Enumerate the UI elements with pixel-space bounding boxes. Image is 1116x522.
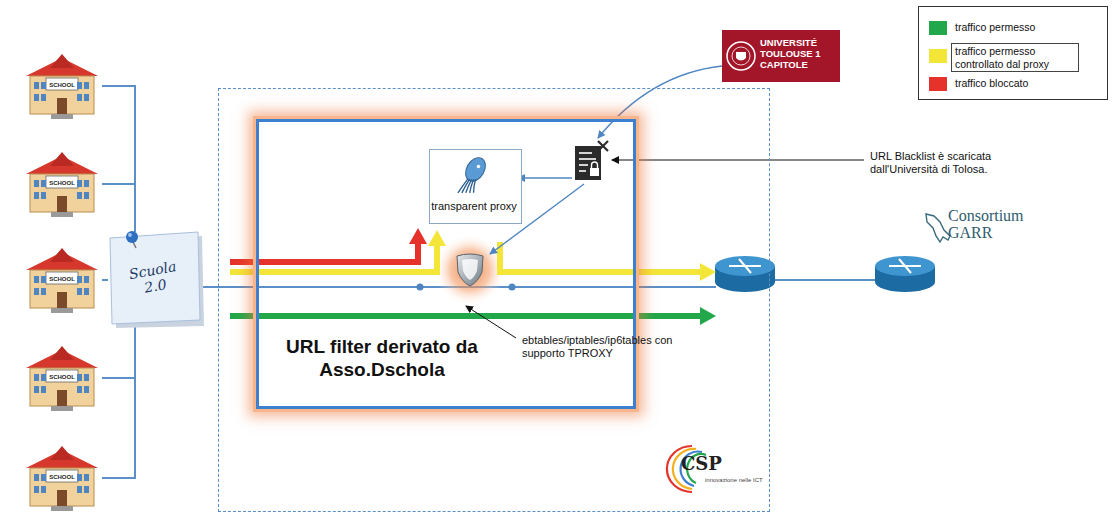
node-text: SCHOOL (48, 179, 76, 187)
legend-text: traffico permesso (955, 21, 1075, 34)
network-wire (102, 184, 135, 232)
school-building: SCHOOL (22, 444, 102, 512)
region-box: CSP innovazione nelle ICT URL filter deriv… (218, 88, 770, 512)
node-text: transparent proxy (430, 200, 518, 213)
network-wire (102, 324, 135, 378)
school-building: SCHOOL (22, 150, 102, 218)
node-text: SCHOOL (48, 81, 76, 89)
node-text: CSP (681, 454, 721, 475)
network-wire (102, 86, 135, 232)
sticky-note: Scuola 2.0 (108, 232, 200, 324)
filter-box: URL filter derivato da Asso.Dschola trans… (256, 119, 636, 409)
annotation-label: ebtables/iptables/ip6tables con supporto… (522, 334, 692, 360)
blacklist-icon (575, 141, 608, 180)
proxy-box: transparent proxy (429, 149, 522, 224)
router-icon (715, 256, 775, 292)
legend-swatch (929, 21, 947, 35)
node-text: SCHOOL (48, 373, 76, 381)
school-building: SCHOOL (22, 52, 102, 120)
node-text: SCHOOL (48, 473, 76, 481)
legend-box: traffico permesso traffico permesso contr… (918, 6, 1108, 100)
node-text: SCHOOL (48, 275, 76, 283)
school-building: SCHOOL (22, 246, 102, 314)
squid-shape (430, 150, 521, 223)
node-text: URL filter derivato da Asso.Dschola (277, 336, 487, 382)
network-wire (102, 324, 135, 478)
legend-text: traffico permesso controllato dal proxy (951, 43, 1079, 72)
legend-swatch (929, 49, 947, 63)
leader-line (466, 160, 864, 338)
firewall-shield (457, 254, 483, 286)
legend-swatch (929, 77, 947, 91)
router-icon (875, 256, 935, 292)
university-logo: UNIVERSITÉ TOULOUSE 1 CAPITOLE (722, 30, 840, 82)
annotation-label: URL Blacklist è scaricata dall'Universit… (870, 150, 1020, 176)
tap-dot (417, 284, 516, 291)
annotation-label: Consortium GARR (948, 208, 1048, 242)
node-text: UNIVERSITÉ TOULOUSE 1 CAPITOLE (760, 38, 836, 71)
school-building: SCHOOL (22, 344, 102, 412)
node-text: innovazione nelle ICT (705, 477, 765, 484)
legend-text: traffico bloccato (955, 77, 1075, 90)
italy-map-icon (926, 214, 950, 242)
network-wire (102, 279, 108, 281)
